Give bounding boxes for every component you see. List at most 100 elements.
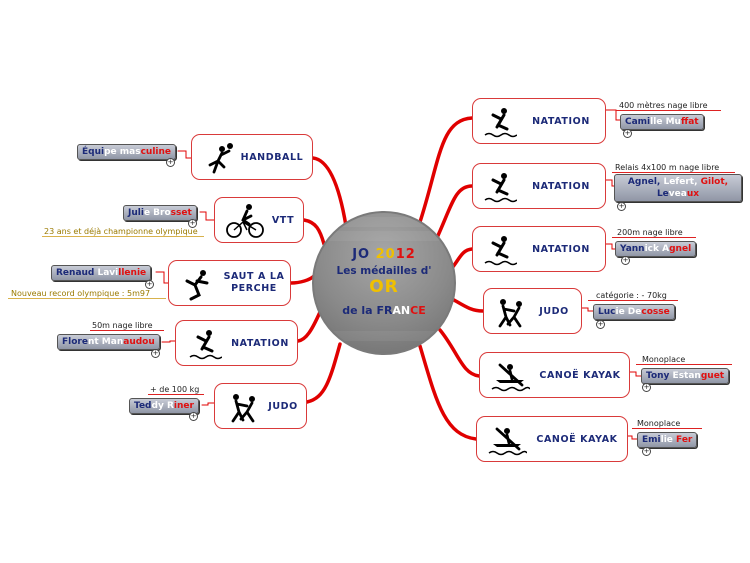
topic-saut-perche[interactable]: SAUT A LA PERCHE — [168, 260, 291, 306]
expand-icon[interactable]: + — [596, 320, 605, 329]
athlete-tag-riner[interactable]: Teddy Riner — [129, 398, 199, 414]
athlete-tag-muffat[interactable]: Camille Muffat — [620, 114, 704, 130]
note-underline — [632, 428, 702, 430]
topic-label: CANOË KAYAK — [536, 434, 618, 445]
topic-canoe-1[interactable]: CANOË KAYAK — [479, 352, 630, 398]
name-part: ux — [686, 189, 700, 199]
name-part: Renaud — [56, 268, 98, 278]
expand-icon[interactable]: + — [189, 412, 198, 421]
note-text: catégorie : - 70kg — [596, 291, 667, 300]
topic-label: JUDO — [539, 306, 569, 317]
judo-icon — [231, 394, 255, 423]
name-part: cosse — [641, 307, 670, 317]
topic-canoe-2[interactable]: CANOË KAYAK — [476, 416, 628, 462]
name-part: Cami — [625, 117, 651, 127]
swimmer-icon — [189, 330, 222, 360]
center-country: de la FRANCE — [314, 304, 454, 317]
branch-right-6 — [418, 344, 478, 441]
note-text: Relais 4x100 m nage libre — [615, 163, 720, 172]
connector-l5 — [201, 402, 215, 406]
expand-icon[interactable]: + — [166, 158, 175, 167]
name-part: Le — [656, 189, 669, 199]
athlete-icon — [185, 270, 209, 301]
topic-label: VTT — [271, 215, 295, 226]
handball-icon — [208, 143, 233, 174]
swimmer-icon — [484, 173, 517, 203]
topic-natation-1[interactable]: NATATION — [472, 98, 606, 144]
note-underline — [616, 110, 721, 112]
center-subtitle: Les médailles d' — [336, 265, 432, 277]
central-topic[interactable]: JO 2012 Les médailles d' OR de la FRANCE — [312, 211, 456, 355]
name-part: Juli — [128, 208, 144, 218]
expand-icon[interactable]: + — [617, 202, 626, 211]
topic-natation-left[interactable]: NATATION — [175, 320, 298, 366]
jo-text: JO — [352, 247, 376, 262]
connector-l2 — [199, 211, 215, 221]
athlete-tag-handball[interactable]: Équipe masculine — [77, 144, 177, 160]
france-part-2: AN — [392, 304, 411, 317]
note-underline — [636, 364, 732, 366]
name-part: lie — [660, 435, 677, 445]
note-underline — [588, 300, 678, 302]
athlete-tag-fer[interactable]: Emilie Fer — [637, 432, 698, 448]
expand-icon[interactable]: + — [621, 256, 630, 265]
name-part: ick A — [644, 244, 670, 254]
athlete-tag-bresset[interactable]: Julie Brosset — [123, 205, 197, 221]
name-part: Yann — [620, 244, 645, 254]
connector-l3 — [155, 271, 169, 284]
topic-natation-3[interactable]: NATATION — [472, 226, 606, 272]
connector-r4 — [581, 307, 594, 312]
name-part: ffat — [680, 117, 699, 127]
branch-right-1 — [418, 116, 474, 224]
france-part-3: CE — [410, 304, 426, 317]
center-band — [314, 231, 454, 241]
expand-icon[interactable]: + — [642, 447, 651, 456]
topic-label: NATATION — [231, 338, 289, 349]
note-text: 400 mètres nage libre — [619, 101, 708, 110]
athlete-tag-decosse[interactable]: Lucie Decosse — [593, 304, 675, 320]
topic-natation-2[interactable]: NATATION — [472, 163, 606, 209]
connector-r5 — [629, 371, 642, 377]
expand-icon[interactable]: + — [642, 383, 651, 392]
topic-label: NATATION — [532, 244, 590, 255]
note-underline — [42, 236, 204, 238]
name-part: Gilot, — [700, 177, 729, 187]
name-part: Lavi — [97, 268, 119, 278]
athlete-tag-estanguet[interactable]: Tony Estanguet — [641, 368, 730, 384]
name-part: audou — [123, 337, 155, 347]
topic-judo-left[interactable]: JUDO — [214, 383, 307, 429]
branch-left-4 — [296, 310, 322, 343]
expand-icon[interactable]: + — [145, 280, 154, 289]
connector-l4 — [161, 340, 176, 343]
topic-judo-right[interactable]: JUDO — [483, 288, 582, 334]
topic-vtt[interactable]: VTT — [214, 197, 304, 243]
name-part: Ted — [134, 401, 152, 411]
athlete-tag-relay[interactable]: Agnel, Lefert, Gilot,Leveaux — [614, 174, 742, 202]
branch-left-2 — [302, 218, 326, 246]
athlete-tag-manaudou[interactable]: Florent Manaudou — [57, 334, 160, 350]
name-part: ie De — [615, 307, 642, 317]
judo-icon — [498, 299, 522, 328]
note-text: Nouveau record olympique : 5m97 — [11, 289, 151, 298]
name-part: guet — [700, 371, 725, 381]
name-part: culine — [140, 147, 172, 157]
swimmer-icon — [484, 108, 517, 138]
expand-icon[interactable]: + — [188, 219, 197, 228]
topic-handball[interactable]: HANDBALL — [191, 134, 313, 180]
topic-label: NATATION — [532, 181, 590, 192]
connector-r3 — [605, 243, 616, 250]
athlete-tag-lavillenie[interactable]: Renaud Lavillenie — [51, 265, 152, 281]
note-text: Monoplace — [642, 355, 686, 364]
name-part: Agnel, — [627, 177, 664, 187]
kayak-icon — [488, 427, 527, 456]
year-part-a: 20 — [375, 247, 396, 262]
note-text: + de 100 kg — [150, 385, 200, 394]
expand-icon[interactable]: + — [623, 129, 632, 138]
athlete-tag-agnel[interactable]: Yannick Agnel — [615, 241, 697, 257]
note-underline — [612, 172, 735, 174]
year-part-b: 12 — [395, 247, 416, 262]
branch-left-3 — [289, 274, 316, 285]
expand-icon[interactable]: + — [151, 349, 160, 358]
de-la-text: de la — [342, 304, 377, 317]
